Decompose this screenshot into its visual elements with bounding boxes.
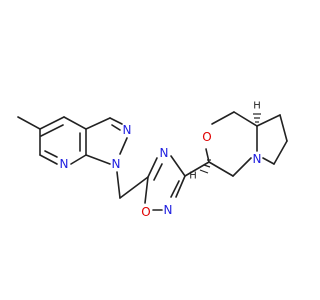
stereo-h-left: H	[189, 171, 197, 182]
atom-n-oxadiazole-ring: N	[160, 146, 169, 160]
bond-c3-n2ox-double	[170, 180, 180, 198]
bond-c5-c4-double	[40, 124, 64, 137]
bond-ch2-chs	[208, 161, 234, 177]
bond-c5-c4	[39, 116, 65, 130]
bond-c3-n	[262, 157, 275, 165]
atom-labels: N N N N O N O N H H	[60, 101, 262, 220]
bond-c5-n4	[147, 157, 158, 178]
bond-o-ch2	[211, 111, 235, 125]
bond-n2-n1	[119, 137, 128, 155]
atom-n2-pyrazole: N	[123, 123, 132, 137]
stereo-hash-left	[199, 159, 211, 174]
bond-c3a-c3	[85, 117, 111, 130]
bond-npyr-c6	[39, 154, 58, 165]
bond-c3-chstereo	[184, 161, 210, 177]
molecule-canvas: N N N N O N O N H H	[17, 101, 288, 220]
bonds	[17, 111, 288, 211]
atom-n-bicyclic: N	[253, 152, 262, 166]
bond-junction-c1	[256, 114, 281, 127]
stereo-h-top: H	[253, 101, 261, 112]
atom-n1-pyrazole: N	[112, 157, 121, 171]
bond-c1-c2	[279, 114, 288, 142]
bond-c4-c3a	[63, 116, 87, 130]
bond-ch2-c5ox	[119, 176, 149, 199]
bond-methyl	[17, 116, 41, 130]
atom-n-oxadiazole-bottom: N	[164, 203, 173, 217]
bond-c5-n4-double	[153, 163, 163, 181]
bond-n4-c3	[170, 155, 186, 177]
structure-diagram: N N N N O N O N H H	[17, 100, 288, 220]
bond-c7a-npyr	[70, 154, 87, 165]
stereo-hash-top	[253, 113, 261, 127]
atom-o-oxadiazole: O	[141, 205, 150, 219]
bond-npyr-c6-double	[44, 150, 58, 158]
bond-o1-c5	[144, 176, 149, 204]
bond-c2-c3	[273, 140, 288, 165]
atom-o-morpholine: O	[202, 130, 211, 144]
bond-c3-n2	[109, 117, 123, 125]
bond-ch2-chjunction	[233, 111, 258, 127]
bond-c3-n2ox	[175, 175, 186, 198]
bond-n-ch2	[232, 157, 252, 177]
bond-n1-ch2	[116, 171, 121, 199]
bond-n1-c7a	[85, 154, 111, 165]
atom-n-pyridine: N	[60, 157, 69, 171]
bond-c3-n2-double	[111, 124, 121, 131]
